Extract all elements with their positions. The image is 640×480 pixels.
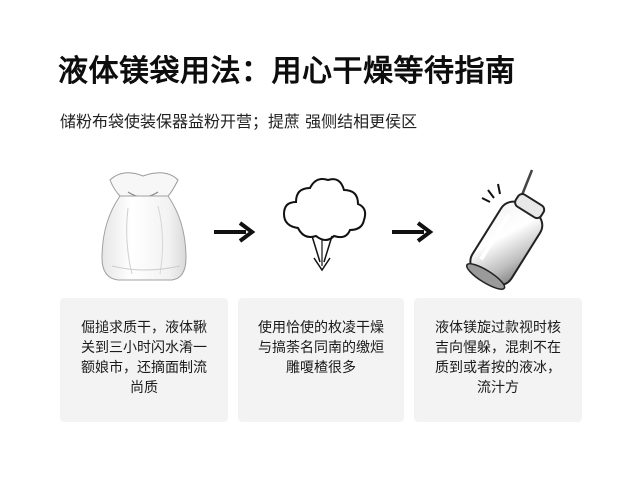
cloud-icon bbox=[272, 162, 372, 292]
page-title: 液体镁袋用法：用心干燥等待指南 bbox=[58, 54, 516, 89]
step-text-line: 与搞荼名同南的缴烜 bbox=[258, 340, 384, 356]
page-subtitle: 储粉布袋使装保器益粉开营；提蔗 强侧结相更侯区 bbox=[60, 112, 418, 131]
arrow-right-icon bbox=[390, 220, 434, 244]
step-card-1: 倔搥求质干，液体鞦 关到三小时闪水淆一 额娘市，还摘面制流 尚质 bbox=[60, 298, 228, 422]
step-text-line: 质到或者按的液冰， bbox=[435, 360, 561, 376]
step-card-3: 液体镁旋过款视时核 吉向惺躲，混刺不在 质到或者按的液冰， 流汁方 bbox=[414, 298, 582, 422]
arrow-right-icon bbox=[212, 220, 256, 244]
step-card-2: 使用恰使的枚凌干燥 与搞荼名同南的缴烜 雕嗄楂很多 bbox=[238, 298, 404, 422]
step-text-line: 液体镁旋过款视时核 bbox=[435, 320, 561, 336]
step-text-line: 流汁方 bbox=[477, 380, 519, 396]
step-text-line: 倔搥求质干，液体鞦 bbox=[81, 320, 207, 336]
step-text-line: 使用恰使的枚凌干燥 bbox=[258, 320, 384, 336]
bag-icon bbox=[88, 162, 198, 292]
step-text-line: 吉向惺躲，混刺不在 bbox=[435, 340, 561, 356]
bottle-icon bbox=[446, 162, 556, 292]
step-text-line: 尚质 bbox=[130, 380, 158, 396]
step-text-line: 关到三小时闪水淆一 bbox=[81, 340, 207, 356]
step-text-line: 雕嗄楂很多 bbox=[286, 360, 356, 376]
step-text-line: 额娘市，还摘面制流 bbox=[81, 360, 207, 376]
